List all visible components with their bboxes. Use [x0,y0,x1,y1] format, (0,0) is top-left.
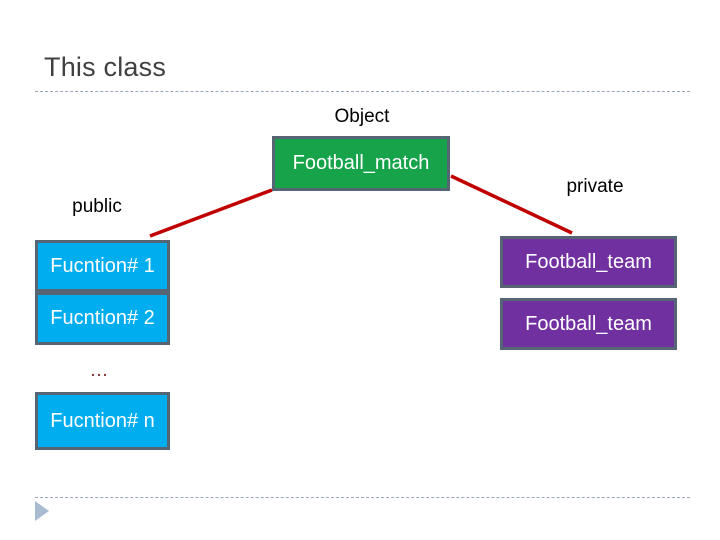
private-member-label-2: Football_team [525,312,652,335]
footer-divider [35,497,690,498]
private-member-label-1: Football_team [525,250,652,273]
public-members-ellipsis: … [89,360,111,381]
public-member-label-n: Fucntion# n [50,409,155,432]
public-member-label-2: Fucntion# 2 [50,307,155,329]
class-box-football-match: Football_match [272,136,450,191]
public-member-label-1: Fucntion# 1 [50,254,155,277]
private-access-label: private [566,176,624,197]
public-member-box-1: Fucntion# 1 [35,240,170,292]
page-title: This class [44,52,167,82]
object-caption: Object [334,106,390,127]
private-member-box-2: Football_team [500,298,677,350]
connector-public-line [149,188,273,238]
private-member-box-1: Football_team [500,236,677,288]
public-member-box-2: Fucntion# 2 [35,292,170,345]
play-triangle-icon[interactable] [35,501,49,521]
title-divider [35,91,690,92]
public-member-box-n: Fucntion# n [35,392,170,450]
public-access-label: public [72,196,122,217]
class-box-label: Football_match [292,152,430,174]
